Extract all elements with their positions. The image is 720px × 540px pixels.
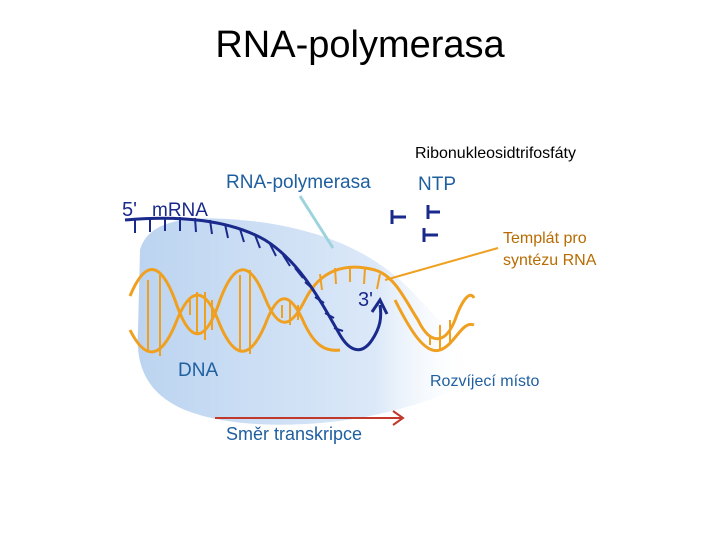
rna-polymerase-label: RNA-polymerasa [226,172,371,193]
mrna-ticks [134,217,344,332]
dna-strand-top [128,265,476,341]
ntp-annotation: Ribonukleosidtrifosfáty [415,145,576,162]
ntp-symbol-2 [426,205,440,219]
dna-strand-bottom-right [393,299,475,353]
mrna-label: mRNA [152,200,208,221]
three-prime-label: 3' [358,289,373,311]
dna-base-pairs [147,270,451,356]
ntp-label: NTP [418,174,456,195]
template-annotation: Templát pro syntézu RNA [503,228,623,272]
template-annotation-line-2: syntézu RNA [503,252,597,269]
unwinding-site-annotation: Rozvíjecí místo [430,373,540,390]
template-strand-ticks [319,266,381,291]
polymerase-pointer-line [298,195,335,249]
dna-label: DNA [178,360,218,381]
dna-helix [128,265,476,354]
ntp-symbol-3 [422,228,438,242]
direction-label: Směr transkripce [226,424,362,444]
template-annotation-line-1: Templát pro [503,230,587,247]
template-pointer-line [384,247,499,281]
five-prime-label: 5' [122,199,137,221]
mrna-3prime-arrowhead [370,297,389,315]
direction-arrow [215,410,405,426]
page-title: RNA-polymerasa [215,24,505,66]
rna-polymerase-body [137,218,476,425]
ntp-symbol-1 [390,210,406,224]
dna-strand-bottom [128,293,341,354]
ntp-symbols [390,205,440,242]
